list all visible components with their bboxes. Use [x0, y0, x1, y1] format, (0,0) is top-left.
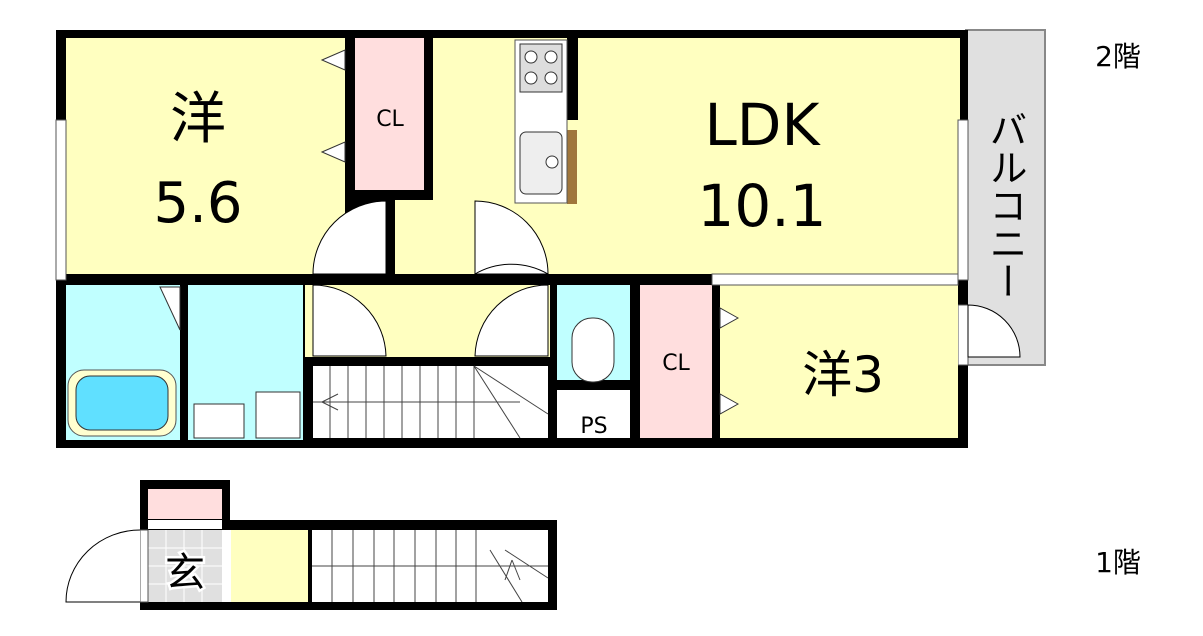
closet-2-label: CL	[662, 351, 690, 376]
western-room-2	[720, 285, 958, 438]
washing-machine-icon	[255, 391, 301, 439]
ps-label: PS	[580, 414, 607, 439]
entrance-door[interactable]	[65, 529, 141, 603]
kitchen-partition	[567, 130, 577, 204]
balcony-door	[957, 304, 969, 366]
window	[55, 119, 67, 281]
shoe-closet	[148, 489, 222, 519]
stove-icon	[519, 43, 563, 93]
sink-icon	[519, 131, 563, 195]
bathtub-icon	[75, 375, 169, 431]
closet-2	[640, 285, 712, 438]
washbasin-icon	[193, 403, 245, 439]
western-room-1-size: 5.6	[153, 171, 242, 236]
ldk-room	[578, 38, 960, 274]
toilet-icon	[571, 317, 615, 383]
western-room-2-name: 洋3	[802, 346, 884, 404]
entrance-label: 玄	[165, 550, 205, 596]
second-floor: 洋 5.6 CL LDK 10.1 洋3 CL PS バルコニー 2階	[55, 29, 1141, 448]
ldk-size: 10.1	[697, 172, 826, 240]
ldk-name: LDK	[704, 91, 821, 159]
first-floor: 玄 1階	[65, 480, 1141, 610]
closet-1-label: CL	[376, 107, 404, 132]
floor-2-label: 2階	[1095, 40, 1141, 73]
closet-1	[355, 38, 424, 190]
window	[957, 119, 969, 281]
western-room-1-name: 洋	[170, 87, 226, 152]
floor-1-label: 1階	[1095, 546, 1141, 579]
western-room-1	[66, 38, 345, 274]
corridor-1f	[231, 530, 308, 602]
ps-space	[557, 390, 630, 438]
balcony-label: バルコニー	[983, 110, 1027, 300]
